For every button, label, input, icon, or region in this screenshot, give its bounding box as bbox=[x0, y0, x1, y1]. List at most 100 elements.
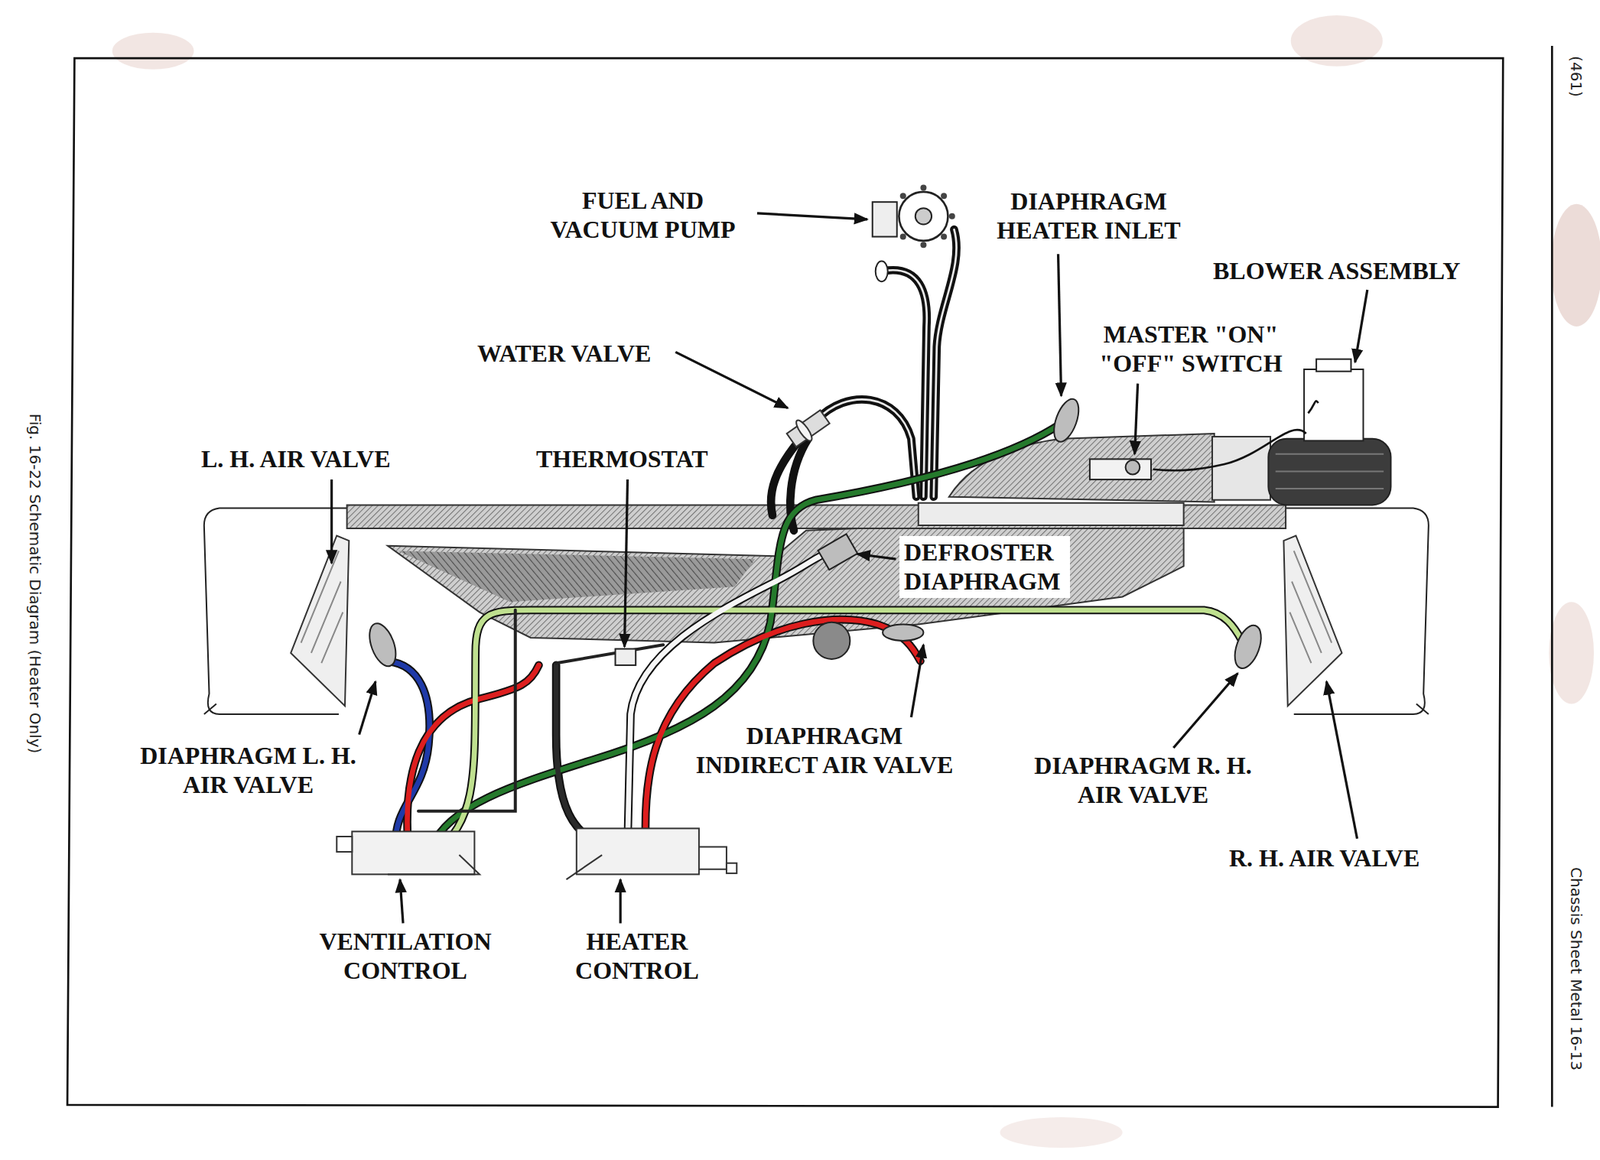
controls bbox=[351, 831, 475, 875]
fuel-vacuum-pump bbox=[898, 191, 948, 241]
blower-assembly bbox=[1268, 439, 1391, 506]
hoses bbox=[816, 229, 957, 498]
leader-arrows bbox=[1326, 681, 1357, 839]
fuel-vacuum-pump bbox=[900, 234, 907, 241]
controls bbox=[565, 846, 726, 880]
vacuum-tubes bbox=[433, 610, 1243, 856]
air-valves bbox=[1283, 535, 1342, 706]
vacuum-tubes bbox=[431, 423, 1061, 848]
fuel-vacuum-pump bbox=[920, 185, 927, 192]
hoses bbox=[933, 229, 957, 498]
diaphragms bbox=[1229, 621, 1267, 672]
leader-arrows bbox=[757, 213, 868, 220]
heater-case bbox=[1212, 436, 1271, 501]
vacuum-tubes bbox=[431, 423, 1061, 848]
leader-arrows bbox=[359, 681, 376, 735]
leader-arrows bbox=[675, 351, 788, 408]
blower-assembly bbox=[1153, 359, 1392, 506]
blower-assembly bbox=[1304, 369, 1363, 441]
vacuum-tubes bbox=[418, 610, 516, 812]
controls bbox=[576, 828, 700, 875]
diaphragms bbox=[1049, 396, 1084, 446]
leader-arrows bbox=[330, 479, 333, 563]
fuel-vacuum-pump bbox=[920, 241, 927, 248]
part-label: DIAPHRAGM L. H. AIR VALVE bbox=[137, 741, 359, 800]
part-label: MASTER "ON" "OFF" SWITCH bbox=[1096, 319, 1285, 379]
diaphragms bbox=[615, 649, 637, 666]
page-rule bbox=[1551, 45, 1554, 1108]
figure-frame bbox=[67, 58, 1503, 1108]
page-smudges bbox=[112, 15, 1600, 1148]
page-number: (461) bbox=[1567, 55, 1586, 98]
hoses bbox=[770, 229, 957, 531]
figure-caption: Fig. 16-22 Schematic Diagram (Heater Onl… bbox=[26, 413, 45, 755]
vacuum-tubes bbox=[627, 550, 833, 847]
fuel-vacuum-pump bbox=[949, 213, 956, 220]
fuel-vacuum-pump bbox=[875, 261, 888, 283]
part-label: DIAPHRAGM HEATER INLET bbox=[994, 186, 1184, 246]
part-label: DIAPHRAGM R. H. AIR VALVE bbox=[1031, 751, 1255, 810]
heater-case bbox=[949, 433, 1215, 502]
leader-arrows bbox=[1134, 383, 1139, 455]
master-switch bbox=[1089, 458, 1152, 480]
vacuum-tubes bbox=[556, 665, 612, 849]
kick-panels bbox=[204, 704, 1429, 715]
fuel-vacuum-pump bbox=[872, 185, 956, 283]
air-valves bbox=[290, 535, 349, 706]
blower-assembly bbox=[1316, 359, 1351, 372]
vacuum-tubes bbox=[627, 550, 833, 847]
blower-assembly bbox=[1275, 454, 1384, 489]
leader-arrows bbox=[1173, 673, 1238, 748]
fuel-vacuum-pump bbox=[940, 234, 947, 241]
leader-arrows bbox=[1058, 253, 1062, 396]
part-label: WATER VALVE bbox=[477, 338, 651, 368]
part-label: L. H. AIR VALVE bbox=[201, 444, 391, 474]
leader-arrows bbox=[624, 479, 628, 648]
master-switch bbox=[1125, 460, 1141, 475]
fuel-vacuum-pump bbox=[900, 185, 956, 249]
water-valve bbox=[786, 409, 830, 447]
diaphragms bbox=[364, 396, 1266, 673]
leader-arrows bbox=[857, 553, 897, 560]
air-valves bbox=[1289, 550, 1332, 664]
blower-assembly bbox=[1307, 400, 1318, 414]
page-smudges bbox=[112, 32, 195, 70]
page-smudges bbox=[1548, 601, 1594, 704]
heater-case bbox=[918, 503, 1184, 526]
part-label: R. H. AIR VALVE bbox=[1229, 843, 1420, 873]
hoses bbox=[887, 269, 927, 498]
section-title: Chassis Sheet Metal 16-13 bbox=[1567, 867, 1586, 1071]
part-label: BLOWER ASSEMBLY bbox=[1213, 256, 1461, 286]
diaphragms bbox=[882, 624, 924, 641]
hoses bbox=[770, 229, 957, 531]
leader-arrows bbox=[910, 644, 924, 718]
leader-arrows bbox=[619, 879, 622, 924]
air-valves bbox=[301, 550, 344, 664]
water-valve bbox=[793, 418, 815, 443]
blower-assembly bbox=[1153, 429, 1307, 471]
part-label: HEATER CONTROL bbox=[572, 926, 702, 986]
fuel-vacuum-pump bbox=[940, 192, 947, 199]
vacuum-tubes bbox=[556, 644, 664, 664]
part-label: DEFROSTER DIAPHRAGM bbox=[899, 536, 1070, 599]
hoses bbox=[887, 269, 927, 498]
hoses bbox=[933, 229, 957, 498]
controls bbox=[387, 855, 480, 875]
leader-arrows bbox=[1355, 289, 1368, 363]
page-smudges bbox=[1000, 1117, 1123, 1148]
part-label: FUEL AND VACUUM PUMP bbox=[547, 185, 739, 245]
part-label: DIAPHRAGM INDIRECT AIR VALVE bbox=[692, 721, 957, 781]
controls bbox=[726, 863, 737, 874]
heater-case bbox=[397, 550, 755, 602]
water-valve bbox=[786, 409, 830, 447]
diaphragms bbox=[364, 620, 401, 670]
kick-panels bbox=[204, 507, 349, 715]
part-label: THERMOSTAT bbox=[536, 444, 709, 474]
fuel-vacuum-pump bbox=[872, 201, 898, 237]
vacuum-tubes bbox=[433, 610, 1243, 856]
part-label: VENTILATION CONTROL bbox=[316, 926, 495, 986]
fuel-vacuum-pump bbox=[915, 208, 932, 225]
leader-arrows bbox=[400, 879, 404, 924]
diaphragms bbox=[813, 622, 850, 660]
page-smudges bbox=[1551, 204, 1600, 327]
